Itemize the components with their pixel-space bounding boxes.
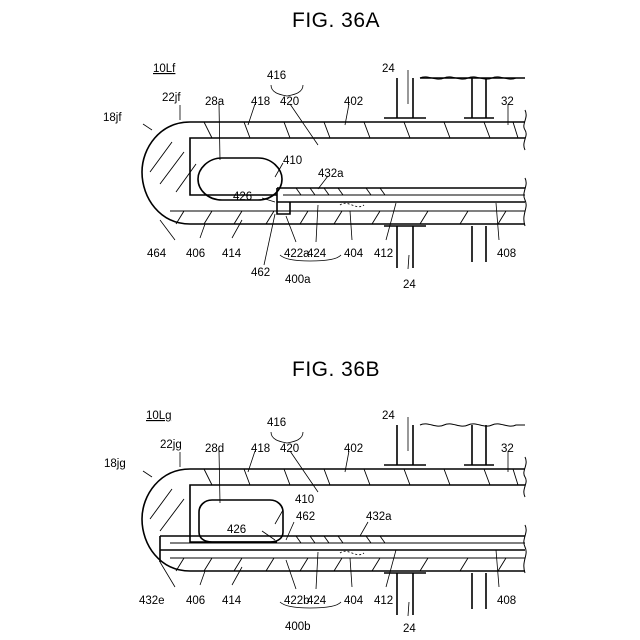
dashed-line [340, 551, 364, 554]
label-collar: 422b [284, 595, 310, 607]
dashed-line [340, 203, 364, 206]
label-lumen: 412 [374, 595, 393, 607]
label-inner: 406 [186, 595, 205, 607]
label-wall: 402 [344, 443, 363, 455]
label-band-bottom: 24 [403, 279, 416, 291]
bottom-ports [384, 573, 486, 615]
label-core: 408 [497, 595, 516, 607]
top-ports [384, 78, 494, 118]
top-ports [384, 425, 494, 465]
label-outer: 32 [501, 96, 514, 108]
label-edge: 410 [283, 155, 302, 167]
label-tip: 18jf [103, 112, 122, 124]
label-core: 408 [497, 248, 516, 260]
label-face: 426 [233, 191, 252, 203]
label-edge: 410 [295, 494, 314, 506]
figure-title: FIG. 36B [292, 358, 380, 381]
bottom-ports [384, 226, 486, 268]
label-right-member: 420 [280, 443, 299, 455]
figure-title: FIG. 36A [292, 9, 380, 32]
label-tube: 432a [318, 168, 344, 180]
label-wall: 402 [344, 96, 363, 108]
label-pin: 462 [296, 511, 315, 523]
label-ring: 424 [307, 595, 327, 607]
label-pin: 462 [251, 267, 270, 279]
label-outer: 32 [501, 443, 514, 455]
label-mid: 404 [344, 595, 364, 607]
label-mid: 404 [344, 248, 364, 260]
label-right-member: 420 [280, 96, 299, 108]
label-tip-body: 22jf [162, 92, 181, 104]
label-device: 10Lg [146, 410, 172, 422]
label-band-bottom: 24 [403, 623, 416, 635]
label-cap: 28a [205, 96, 225, 108]
label-inner: 406 [186, 248, 205, 260]
break-line [524, 110, 526, 226]
label-lumen: 412 [374, 248, 393, 260]
label-left-member: 418 [251, 96, 270, 108]
label-assembly: 400b [285, 621, 311, 633]
label-left-bottom: 464 [147, 248, 167, 260]
leaders [143, 417, 508, 616]
label-left-bottom: 432e [139, 595, 165, 607]
label-left-member: 418 [251, 443, 270, 455]
figure-36a: FIG. 36A [103, 9, 526, 291]
label-tip: 18jg [104, 458, 126, 470]
label-tip-body: 22jg [160, 439, 182, 451]
label-inner-sheath: 414 [222, 595, 242, 607]
label-device: 10Lf [153, 63, 176, 75]
inner-sheath [277, 188, 525, 214]
device-drawing [142, 424, 526, 615]
label-tube: 432a [366, 511, 392, 523]
label-inner-sheath: 414 [222, 248, 242, 260]
label-band-top: 24 [382, 63, 395, 75]
label-face: 426 [227, 524, 246, 536]
label-group: 416 [267, 417, 286, 429]
label-assembly: 400a [285, 274, 311, 286]
break-line [524, 457, 526, 573]
label-cap: 28d [205, 443, 224, 455]
label-band-top: 24 [382, 410, 395, 422]
figure-36b: FIG. 36B 10Lg 416 418 420 [104, 358, 526, 635]
lumen-outline [190, 138, 525, 195]
label-group: 416 [267, 70, 286, 82]
label-ring: 424 [307, 248, 327, 260]
